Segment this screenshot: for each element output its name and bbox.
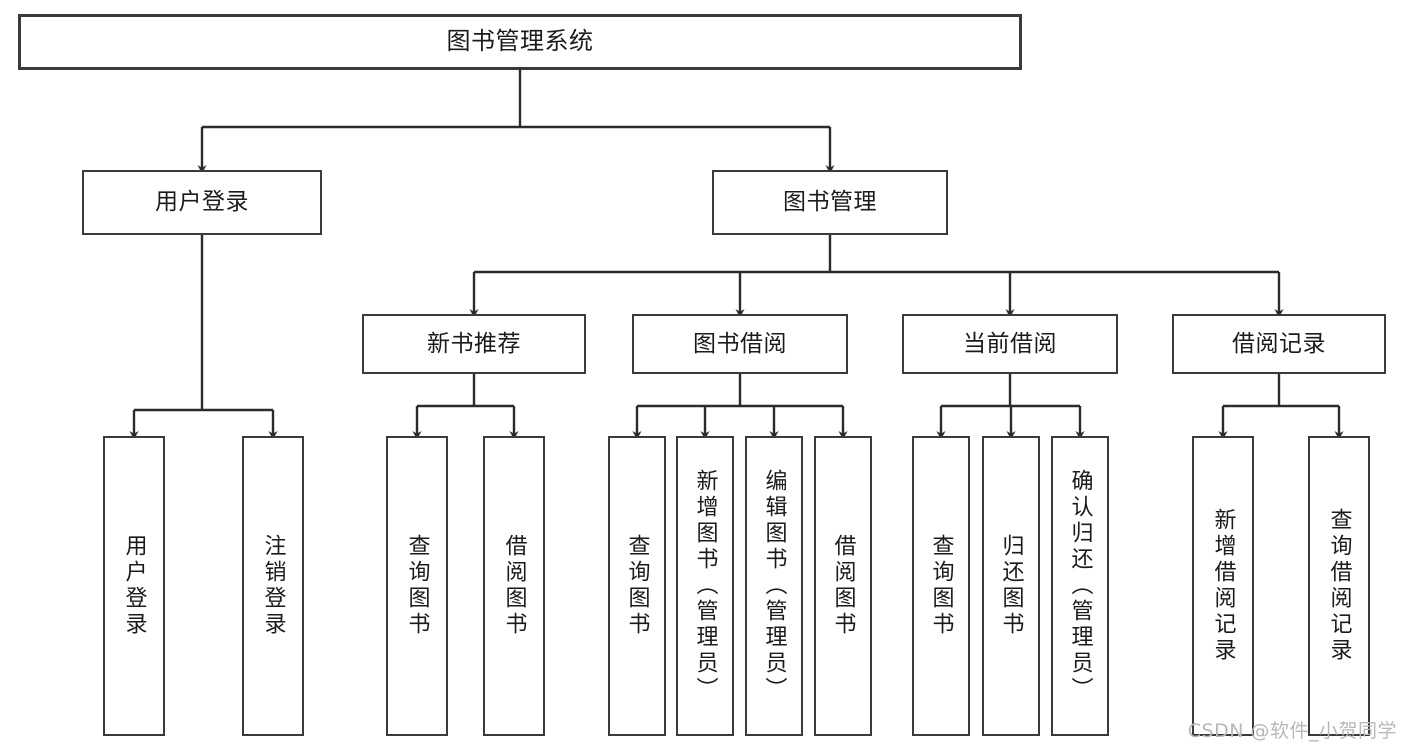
watermark: CSDN @软件_小贺同学 — [1187, 720, 1397, 742]
node-label: 图书借阅 — [693, 330, 787, 357]
node-label: 查询图书 — [624, 534, 650, 638]
node-book-management-system[interactable]: 图书管理系统 — [18, 14, 1022, 70]
node-label: 借阅图书 — [830, 534, 856, 638]
node-label: 借阅图书 — [501, 534, 527, 638]
node-label: 注销登录 — [260, 534, 286, 638]
node-label: 图书管理 — [783, 189, 877, 216]
leaf-user-login[interactable]: 用户登录 — [103, 436, 165, 736]
node-label: 编辑图书（管理员） — [761, 469, 787, 703]
node-label: 图书管理系统 — [446, 27, 594, 56]
leaf-return-book[interactable]: 归还图书 — [982, 436, 1040, 736]
node-label: 查询借阅记录 — [1326, 508, 1352, 664]
node-user-login[interactable]: 用户登录 — [82, 170, 322, 235]
node-label: 用户登录 — [121, 534, 147, 638]
edge-paths — [129, 70, 1344, 440]
leaf-edit-book-admin[interactable]: 编辑图书（管理员） — [745, 436, 803, 736]
node-label: 确认归还（管理员） — [1067, 469, 1093, 703]
leaf-query-borrow-record[interactable]: 查询借阅记录 — [1308, 436, 1370, 736]
node-label: 新书推荐 — [427, 330, 521, 357]
leaf-add-borrow-record[interactable]: 新增借阅记录 — [1192, 436, 1254, 736]
leaf-borrow-book-recommendation[interactable]: 借阅图书 — [483, 436, 545, 736]
leaf-query-book-recommendation[interactable]: 查询图书 — [386, 436, 448, 736]
node-label: 用户登录 — [155, 189, 249, 216]
node-current-borrowing[interactable]: 当前借阅 — [902, 314, 1118, 374]
leaf-confirm-return-admin[interactable]: 确认归还（管理员） — [1051, 436, 1109, 736]
node-label: 查询图书 — [404, 534, 430, 638]
node-book-management[interactable]: 图书管理 — [712, 170, 948, 235]
node-label: 归还图书 — [998, 534, 1024, 638]
node-borrowing-records[interactable]: 借阅记录 — [1172, 314, 1386, 374]
leaf-query-book-current[interactable]: 查询图书 — [912, 436, 970, 736]
node-book-borrowing[interactable]: 图书借阅 — [632, 314, 848, 374]
node-new-book-recommendation[interactable]: 新书推荐 — [362, 314, 586, 374]
node-label: 借阅记录 — [1232, 330, 1326, 357]
node-label: 当前借阅 — [963, 330, 1057, 357]
node-label: 新增借阅记录 — [1210, 508, 1236, 664]
leaf-query-book-borrowing[interactable]: 查询图书 — [608, 436, 666, 736]
leaf-borrow-book-borrowing[interactable]: 借阅图书 — [814, 436, 872, 736]
leaf-add-book-admin[interactable]: 新增图书（管理员） — [676, 436, 734, 736]
node-label: 新增图书（管理员） — [692, 469, 718, 703]
node-label: 查询图书 — [928, 534, 954, 638]
leaf-user-logout[interactable]: 注销登录 — [242, 436, 304, 736]
